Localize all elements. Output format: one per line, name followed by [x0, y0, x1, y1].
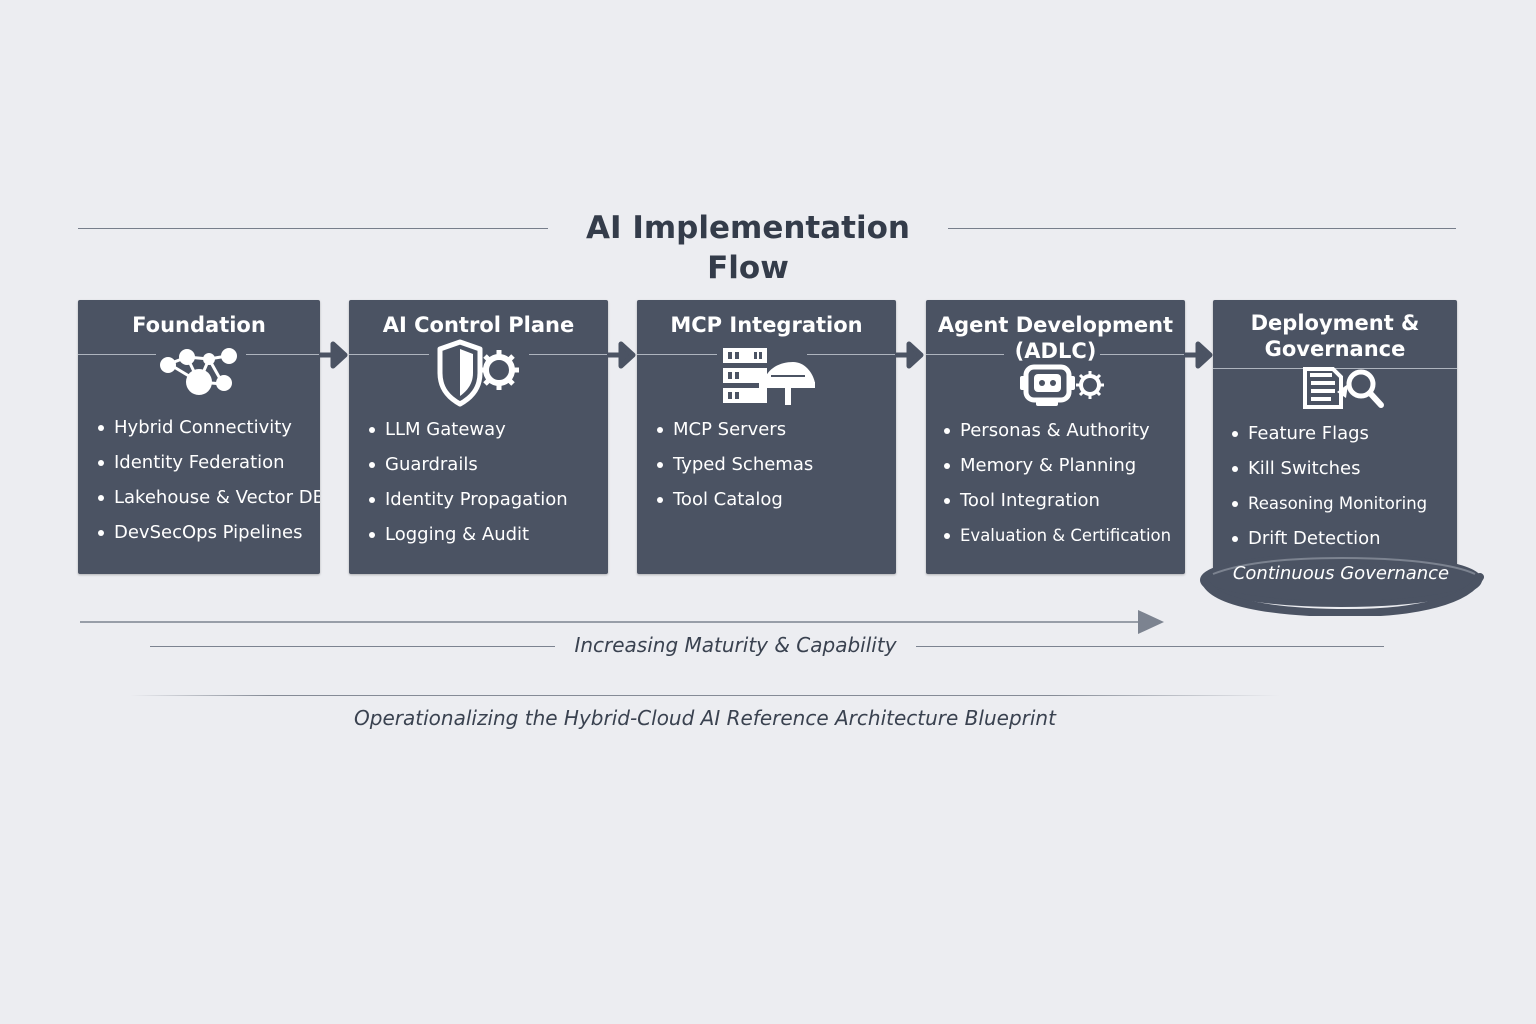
list-item: Typed Schemas	[655, 447, 896, 482]
list-item: Personas & Authority	[942, 413, 1185, 448]
stage-deployment-governance: Deployment & Governance Feature Flags Ki…	[1213, 300, 1457, 574]
flow-arrow-right-icon	[606, 340, 636, 370]
maturity-arrow-right-icon	[80, 608, 1168, 638]
stage-left-divider	[637, 354, 717, 355]
stage-agent-development: Agent Development (ADLC)	[926, 300, 1185, 574]
stage-mcp-integration: MCP Integration MCP Servers	[637, 300, 896, 574]
list-item: MCP Servers	[655, 412, 896, 447]
list-item: Memory & Planning	[942, 448, 1185, 483]
list-item: Tool Catalog	[655, 482, 896, 517]
flow-arrow-right-icon	[1183, 340, 1213, 370]
list-item: Evaluation & Certification	[942, 518, 1185, 553]
stage-right-divider	[529, 354, 608, 355]
stage-title: Deployment & Governance	[1250, 311, 1420, 361]
stage-left-divider	[926, 354, 1004, 355]
stage-right-divider	[807, 354, 896, 355]
stage-left-divider	[78, 354, 156, 355]
stage-title: Agent Development (ADLC)	[937, 313, 1174, 363]
page-title: AI Implementation Flow	[586, 210, 910, 286]
server-connector-icon	[719, 343, 815, 413]
stage-right-divider	[1100, 354, 1185, 355]
list-item: Guardrails	[367, 447, 608, 482]
flow-arrow-right-icon	[318, 340, 348, 370]
stage-foundation: Foundation Hybrid Connectivity Identity …	[78, 300, 320, 574]
stage-left-divider	[349, 354, 429, 355]
stage-feature-list: Hybrid Connectivity Identity Federation …	[96, 410, 320, 550]
continuous-governance-label: Continuous Governance	[1232, 563, 1450, 584]
list-item: Hybrid Connectivity	[96, 410, 320, 445]
stage-feature-list: LLM Gateway Guardrails Identity Propagat…	[367, 412, 608, 552]
stage-feature-list: Personas & Authority Memory & Planning T…	[942, 413, 1185, 553]
list-item: DevSecOps Pipelines	[96, 515, 320, 550]
network-nodes-icon	[151, 339, 247, 409]
blueprint-caption: Operationalizing the Hybrid-Cloud AI Ref…	[354, 706, 1056, 730]
maturity-right-rule	[916, 646, 1384, 647]
stage-feature-list: MCP Servers Typed Schemas Tool Catalog	[655, 412, 896, 517]
stage-title: Foundation	[132, 313, 266, 337]
list-item: Feature Flags	[1230, 416, 1457, 451]
list-item: Reasoning Monitoring	[1230, 486, 1457, 521]
list-item: LLM Gateway	[367, 412, 608, 447]
list-item: Identity Federation	[96, 445, 320, 480]
title-left-rule	[78, 228, 548, 229]
maturity-label: Increasing Maturity & Capability	[574, 633, 897, 657]
shield-gear-icon	[432, 338, 528, 408]
robot-gear-icon	[1018, 358, 1108, 410]
list-item: Lakehouse & Vector DB	[96, 480, 320, 515]
stage-feature-list: Feature Flags Kill Switches Reasoning Mo…	[1230, 416, 1457, 556]
stage-title: MCP Integration	[670, 313, 863, 337]
list-item: Tool Integration	[942, 483, 1185, 518]
continuous-governance-oval	[1198, 552, 1484, 616]
stage-ai-control-plane: AI Control Plane LLM Ga	[349, 300, 608, 574]
list-item: Logging & Audit	[367, 517, 608, 552]
title-row: AI Implementation Flow	[78, 204, 1456, 286]
list-item: Kill Switches	[1230, 451, 1457, 486]
stage-title: AI Control Plane	[382, 313, 575, 337]
maturity-left-rule	[150, 646, 555, 647]
stage-right-divider	[246, 354, 320, 355]
list-item: Drift Detection	[1230, 521, 1457, 556]
title-right-rule	[948, 228, 1456, 229]
document-search-icon	[1297, 361, 1387, 415]
flow-arrow-right-icon	[894, 340, 924, 370]
blueprint-rule	[130, 695, 1280, 696]
list-item: Identity Propagation	[367, 482, 608, 517]
